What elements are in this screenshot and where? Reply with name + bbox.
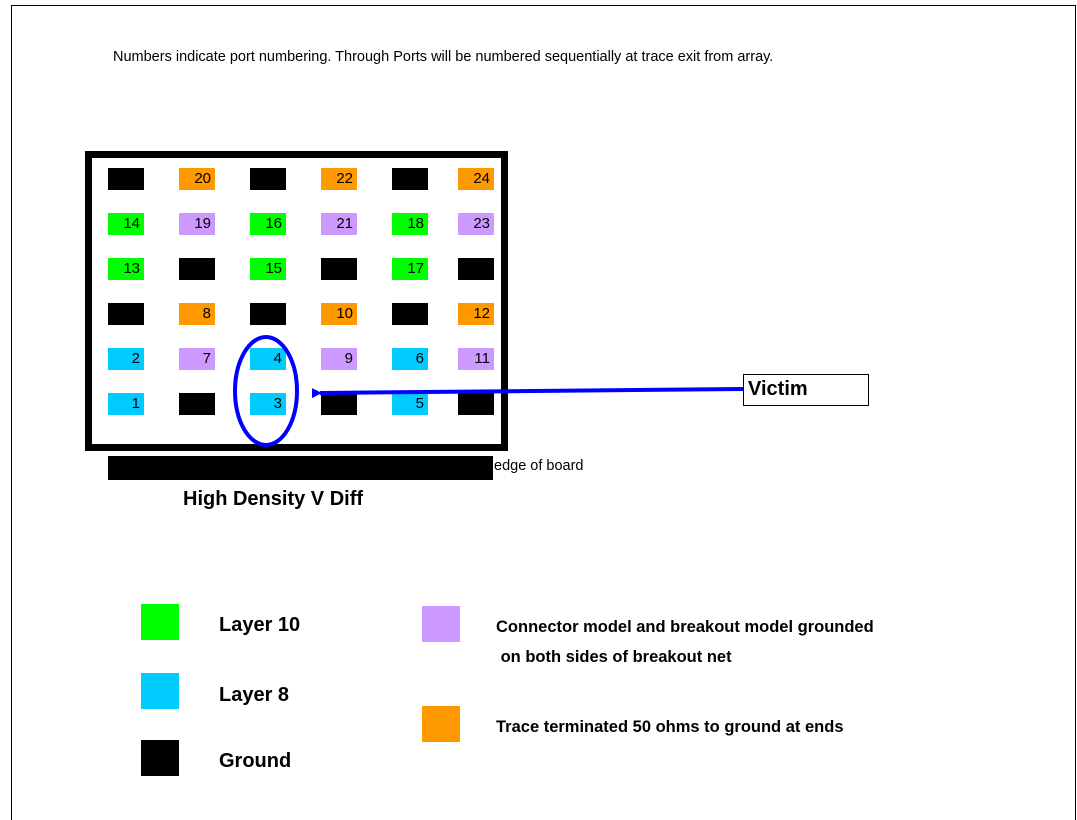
victim-label: Victim	[748, 378, 808, 400]
board-edge-label: edge of board	[494, 458, 584, 474]
legend-desc-terminated: Trace terminated 50 ohms to ground at en…	[496, 718, 844, 736]
pin-12: 12	[458, 303, 494, 325]
victim-label-box: Victim	[743, 374, 869, 406]
legend-swatch-grounded	[422, 606, 460, 642]
legend-swatch-ground	[141, 740, 179, 776]
legend-desc-grounded-line2: on both sides of breakout net	[496, 648, 732, 666]
pin-5: 5	[392, 393, 428, 415]
pin-4: 4	[250, 348, 286, 370]
ground-pin-r3-c2	[179, 258, 215, 280]
ground-pin-r4-c5	[392, 303, 428, 325]
pin-10: 10	[321, 303, 357, 325]
pin-22: 22	[321, 168, 357, 190]
legend-swatch-terminated	[422, 706, 460, 742]
pin-23: 23	[458, 213, 494, 235]
ground-pin-r3-c4	[321, 258, 357, 280]
pin-14: 14	[108, 213, 144, 235]
pin-17: 17	[392, 258, 428, 280]
legend-label-layer8: Layer 8	[219, 684, 290, 706]
pin-7: 7	[179, 348, 215, 370]
pin-11: 11	[458, 348, 494, 370]
pin-6: 6	[392, 348, 428, 370]
pin-19: 19	[179, 213, 215, 235]
ground-pin-r4-c1	[108, 303, 144, 325]
page-frame	[11, 5, 1076, 820]
legend-desc-grounded-line1: Connector model and breakout model groun…	[496, 618, 874, 636]
port-numbering-note: Numbers indicate port numbering. Through…	[113, 49, 774, 65]
ground-pin-r1-c5	[392, 168, 428, 190]
board-edge-bar	[108, 456, 493, 480]
pin-16: 16	[250, 213, 286, 235]
pin-8: 8	[179, 303, 215, 325]
legend-label-ground: Ground	[219, 750, 292, 772]
legend-swatch-layer10	[141, 604, 179, 640]
legend-desc-grounded: Connector model and breakout model groun…	[496, 612, 874, 672]
pin-9: 9	[321, 348, 357, 370]
ground-pin-r6-c2	[179, 393, 215, 415]
pin-3: 3	[250, 393, 286, 415]
legend-label-layer10: Layer 10	[219, 614, 301, 636]
pin-13: 13	[108, 258, 144, 280]
ground-pin-r1-c3	[250, 168, 286, 190]
pin-24: 24	[458, 168, 494, 190]
ground-pin-r6-c4	[321, 393, 357, 415]
pin-15: 15	[250, 258, 286, 280]
ground-pin-r4-c3	[250, 303, 286, 325]
ground-pin-r1-c1	[108, 168, 144, 190]
pin-21: 21	[321, 213, 357, 235]
ground-pin-r3-c6	[458, 258, 494, 280]
legend-swatch-layer8	[141, 673, 179, 709]
ground-pin-r6-c6	[458, 393, 494, 415]
array-caption: High Density V Diff	[183, 488, 364, 510]
pin-18: 18	[392, 213, 428, 235]
pin-1: 1	[108, 393, 144, 415]
pin-20: 20	[179, 168, 215, 190]
pin-2: 2	[108, 348, 144, 370]
